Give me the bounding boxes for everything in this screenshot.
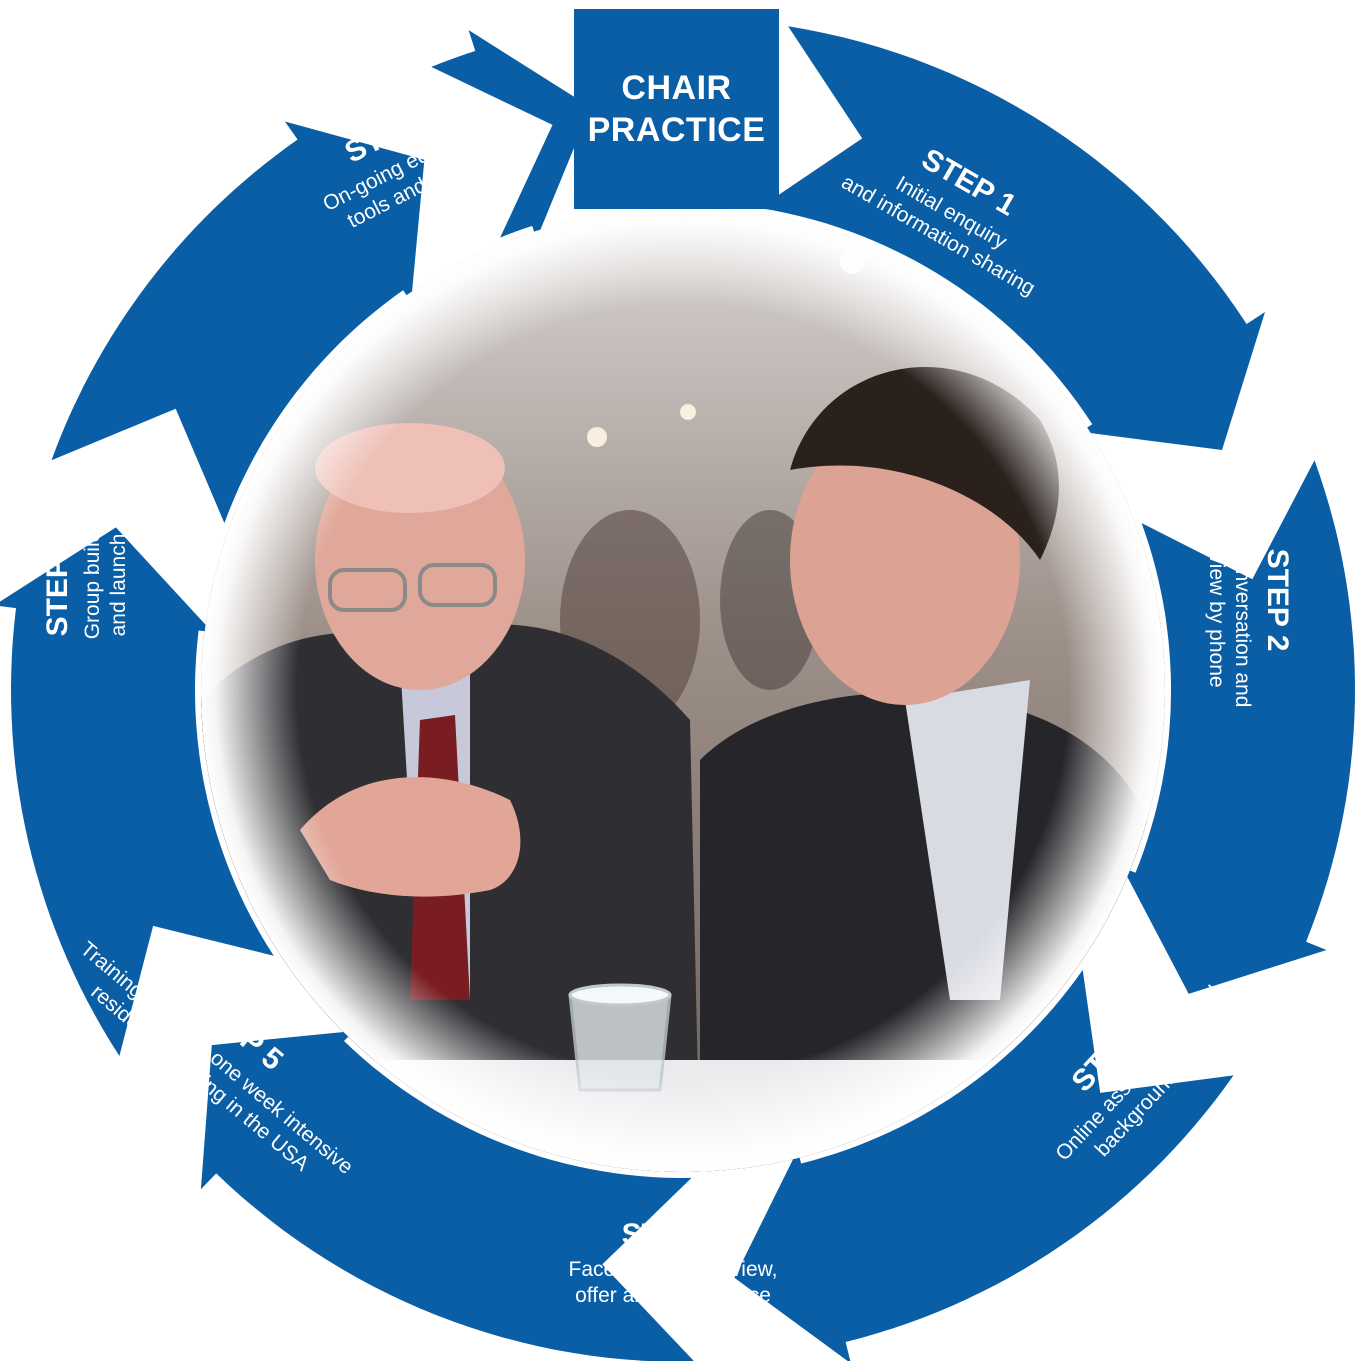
cycle-arrow-segment-6 xyxy=(51,121,425,524)
cycle-arrow-segment-7 xyxy=(431,30,591,240)
step-4-label-group: STEP 4 Face to face interview, offer and a… xyxy=(569,1218,778,1307)
cycle-arrow-segment-2 xyxy=(1122,460,1355,994)
step-6-line-1: Group build xyxy=(81,531,104,640)
step-2-label-group: STEP 2 Initial conversation andinterview … xyxy=(1205,493,1294,708)
step-2-title: STEP 2 xyxy=(1261,549,1294,652)
step-4-title: STEP 4 xyxy=(622,1218,725,1251)
cycle-ring xyxy=(0,26,1355,1361)
step-2-line-2: interview by phone xyxy=(1205,512,1228,687)
step-6-title: STEP 6 xyxy=(41,534,74,637)
title-line-2: PRACTICE xyxy=(587,111,766,149)
step-2-line-1: Initial conversation and xyxy=(1231,493,1254,708)
step-4-line-1: Face to face interview, xyxy=(569,1258,778,1281)
step-6-line-2: and launch xyxy=(107,534,130,637)
title-line-1: CHAIR xyxy=(621,69,732,107)
cycle-arrow-segment-3 xyxy=(734,969,1234,1361)
cycle-arrow-segment-5 xyxy=(0,527,274,1056)
cycle-arrow-segment-1 xyxy=(759,26,1265,451)
cycle-arrow-segment-4 xyxy=(200,1031,694,1361)
step-4-line-2: offer and acceptance xyxy=(575,1284,771,1307)
chair-practice-title-box: CHAIR PRACTICE xyxy=(574,9,779,209)
